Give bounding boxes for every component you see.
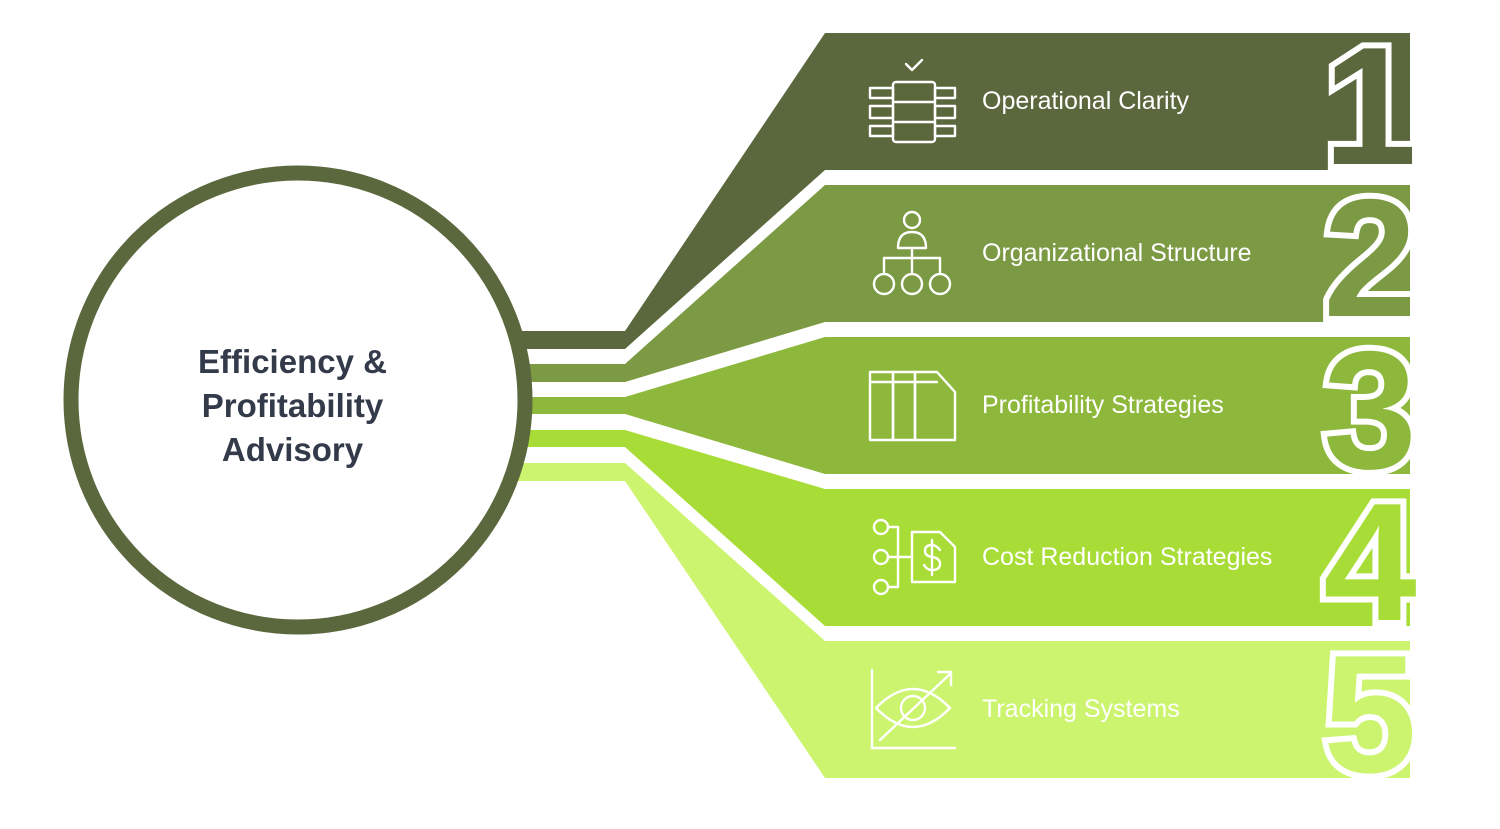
branch-1: 1 Operational Clarity <box>503 6 1423 356</box>
hub-ring <box>63 165 533 635</box>
binders-icon <box>868 370 957 442</box>
database-check-icon <box>868 58 957 144</box>
branch-5: 5 Tracking Systems <box>503 456 1423 814</box>
branch-band <box>510 430 1410 626</box>
branch-band <box>510 185 1410 382</box>
branch-number: 1 <box>1323 12 1416 200</box>
org-chart-icon <box>872 210 952 296</box>
eye-chart-icon <box>870 668 957 750</box>
branch-label: Organizational Structure <box>982 239 1252 267</box>
branch-2: 2 Organizational Structure <box>503 158 1423 389</box>
hub-title-line-2: Profitability <box>201 387 384 424</box>
branch-3: 3 Profitability Strategies <box>503 310 1423 510</box>
branch-number: 5 <box>1323 620 1416 808</box>
branch-label: Operational Clarity <box>982 87 1190 115</box>
branch-label: Profitability Strategies <box>982 391 1224 419</box>
branch-label: Cost Reduction Strategies <box>982 543 1272 571</box>
hub-title-line-3: Advisory <box>221 431 364 468</box>
hub-title: Efficiency & Profitability Advisory <box>160 340 425 472</box>
branch-band <box>510 33 1410 349</box>
branch-number: 2 <box>1323 164 1416 352</box>
hub-title-line-1: Efficiency & <box>198 343 387 380</box>
branch-number: 3 <box>1323 316 1416 504</box>
branch-number: 4 <box>1323 468 1416 656</box>
cost-document-icon <box>872 518 957 596</box>
branch-4: 4 Cost Reduction Strategies <box>503 423 1423 662</box>
branch-label: Tracking Systems <box>982 695 1180 723</box>
branch-band <box>510 463 1410 778</box>
branch-band <box>510 337 1410 474</box>
